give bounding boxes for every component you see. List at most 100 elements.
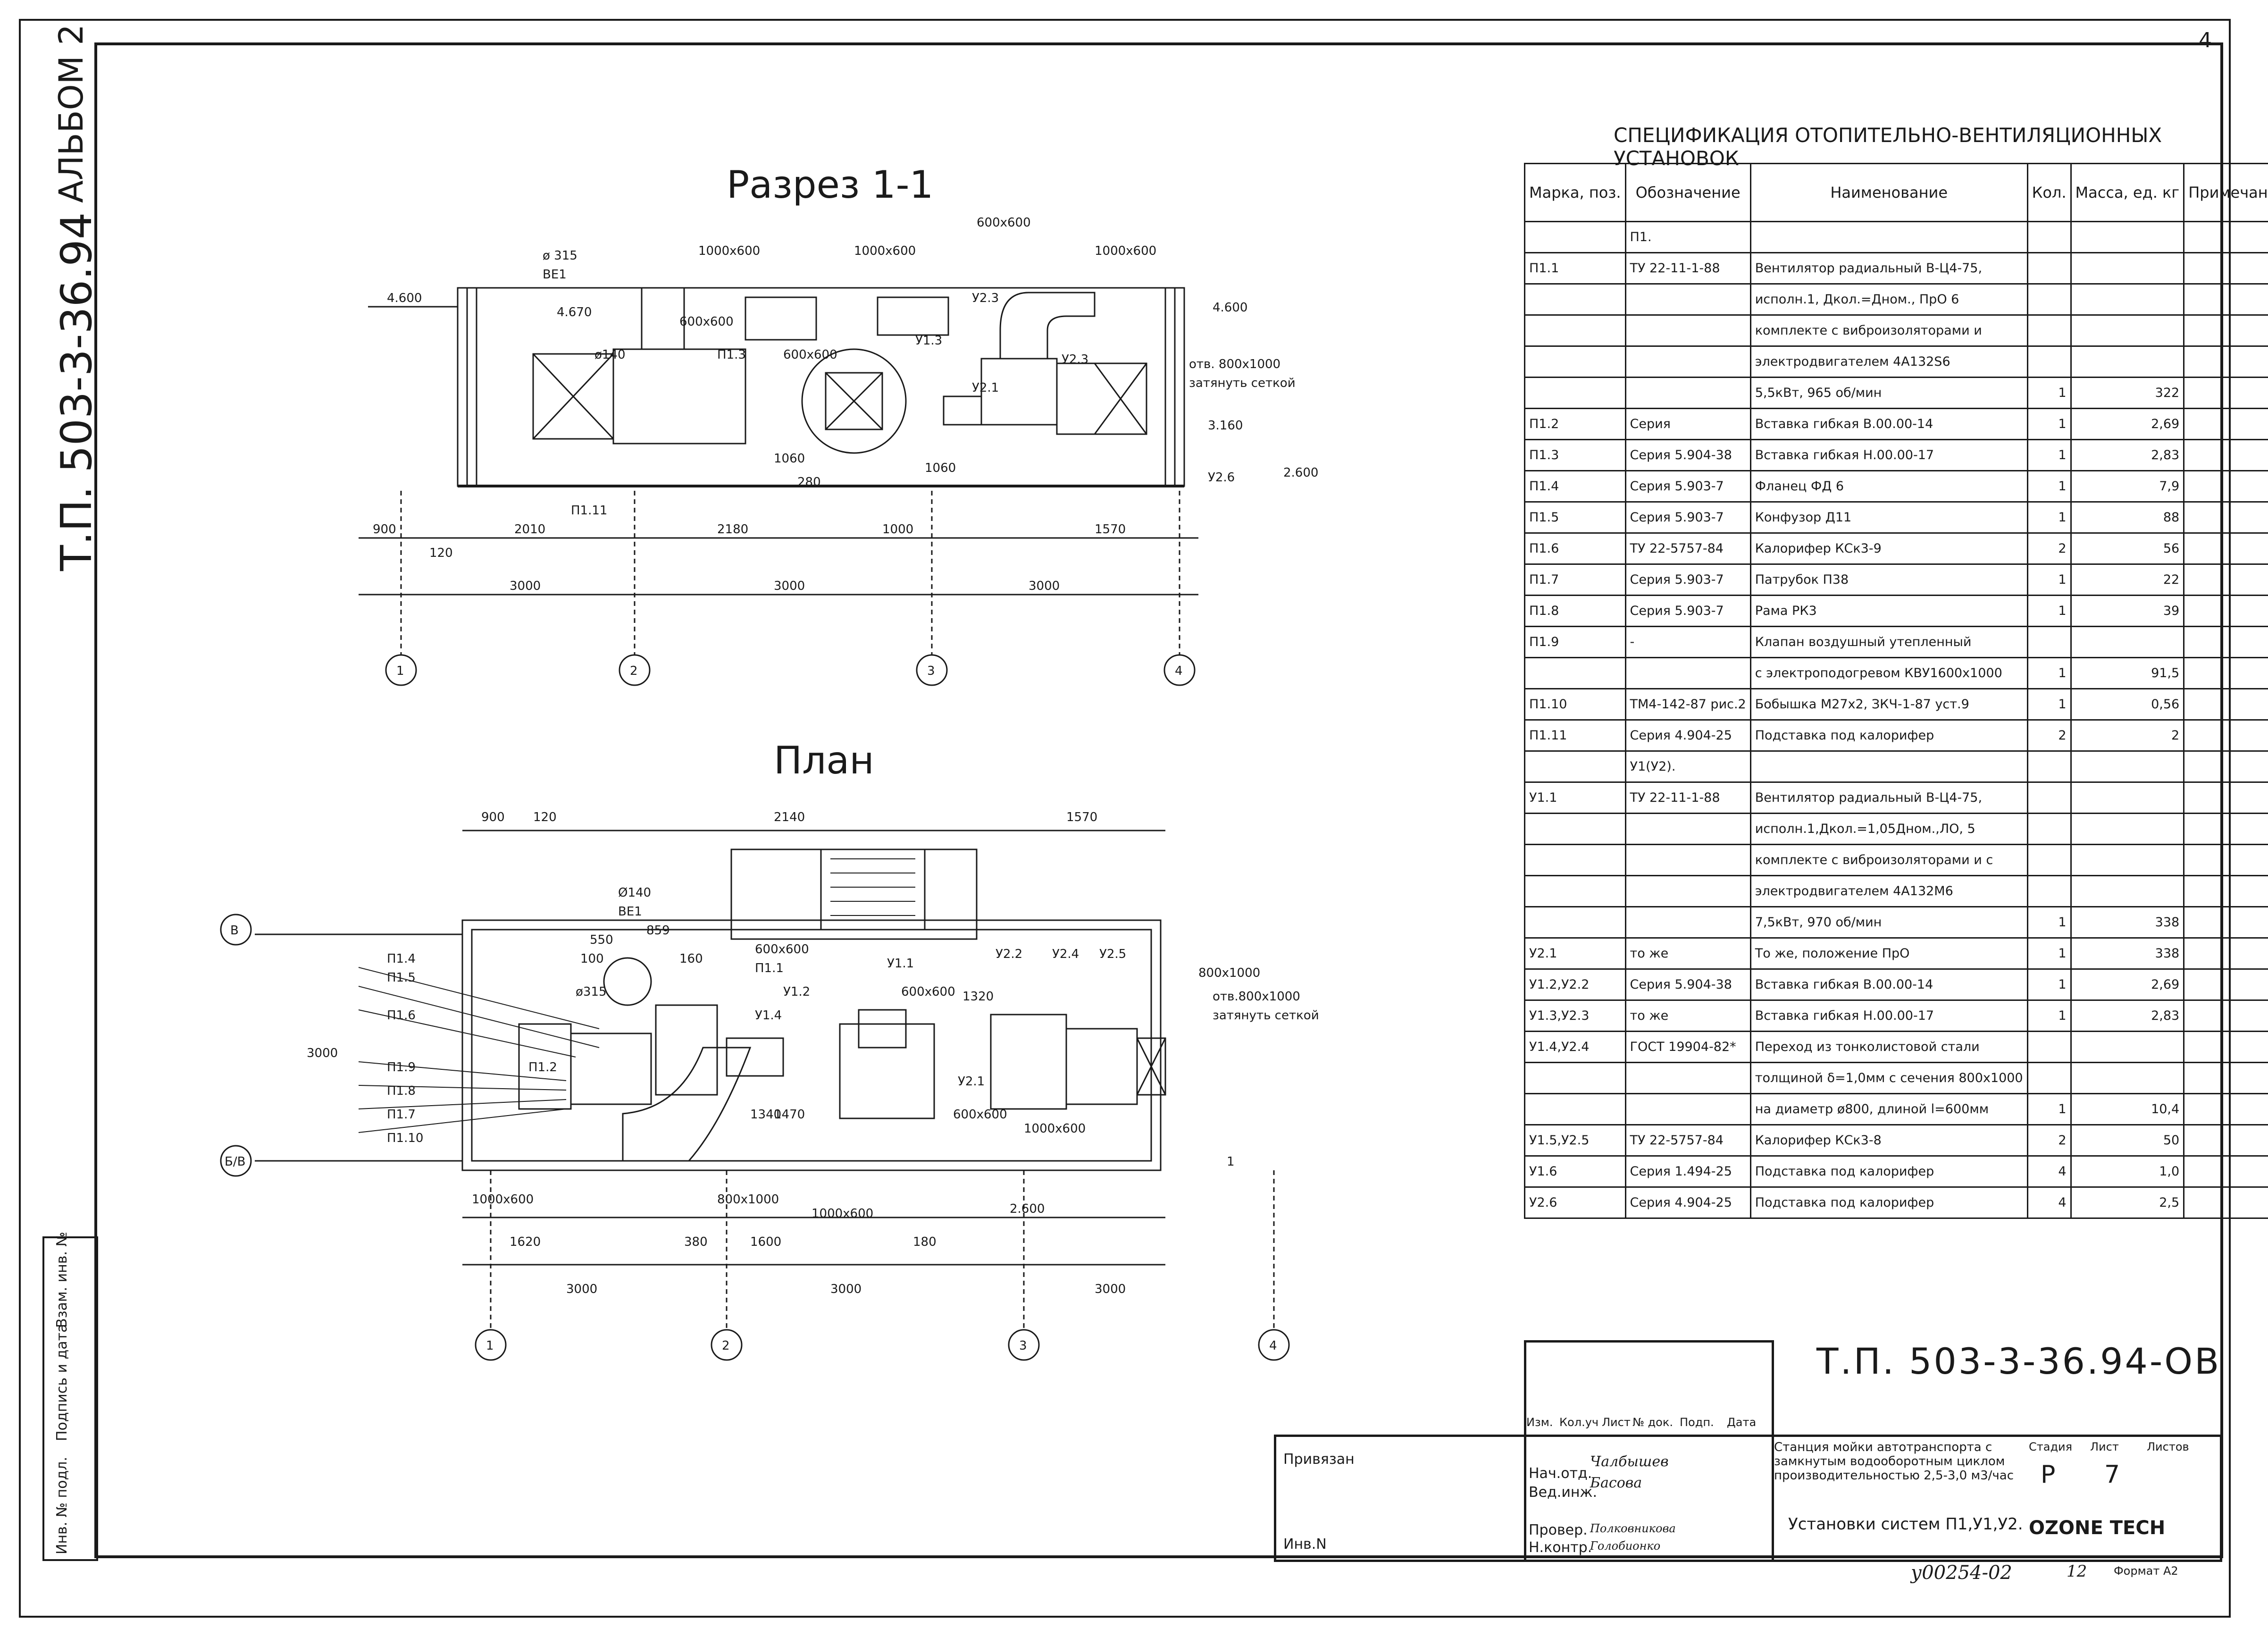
plan-dim-3000-2: 3000 xyxy=(830,1282,862,1296)
spec-cell-name: Вентилятор радиальный В-Ц4-75, xyxy=(1749,781,2028,814)
section-axis-4: 4 xyxy=(1175,664,1183,678)
section-label-17: отв. 800х1000 xyxy=(1189,357,1280,371)
document-number: Т.П. 503-3-36.94-ОВ xyxy=(1816,1340,2221,1382)
spec-row: исполн.1, Дкол.=Дном., ПрО 6 xyxy=(1524,283,2268,316)
spec-cell-designation: Серия 5.904-38 xyxy=(1624,968,1751,1001)
spec-cell-designation: Серия 4.904-25 xyxy=(1624,719,1751,752)
spec-cell-qty: 1 xyxy=(2026,906,2072,939)
spec-cell-designation: Серия 4.904-25 xyxy=(1624,1186,1751,1219)
spec-cell-designation: то же xyxy=(1624,999,1751,1032)
section-label-15: У2.3 xyxy=(1062,353,1088,367)
spec-cell-designation: Серия xyxy=(1624,408,1751,440)
plan-label-p110: П1.10 xyxy=(387,1131,423,1145)
spec-cell-name: Вентилятор радиальный В-Ц4-75, xyxy=(1749,252,2028,285)
spec-cell-name: Калорифер КСк3-9 xyxy=(1749,532,2028,565)
spec-cell-qty: 1 xyxy=(2026,470,2072,503)
spec-cell-note xyxy=(2183,1124,2268,1157)
spec-header-mark: Марка, поз. xyxy=(1524,163,1626,222)
spec-row: исполн.1,Дкол.=1,05Дном.,ЛО, 5 xyxy=(1524,813,2268,845)
section-label-3: 1000х600 xyxy=(698,244,760,258)
tb-col-izm: Изм. xyxy=(1526,1416,1553,1429)
spec-cell-mark xyxy=(1524,1062,1626,1094)
spec-cell-qty xyxy=(2026,750,2072,783)
spec-cell-mass xyxy=(2070,626,2185,658)
spec-cell-mark: У2.6 xyxy=(1524,1186,1626,1219)
spec-cell-mass xyxy=(2070,345,2185,378)
spec-cell-qty xyxy=(2026,626,2072,658)
spec-cell-mass: 50 xyxy=(2070,1124,2185,1157)
spec-cell-mass xyxy=(2070,314,2185,347)
spec-cell-qty xyxy=(2026,875,2072,907)
spec-cell-name: Подставка под калорифер xyxy=(1749,719,2028,752)
plan-label-u21: У2.1 xyxy=(958,1075,985,1089)
section-dim-bottom-3: 3000 xyxy=(1029,579,1060,593)
spec-cell-qty: 1 xyxy=(2026,377,2072,409)
spec-cell-name: толщиной δ=1,0мм с сечения 800х1000 xyxy=(1749,1062,2028,1094)
spec-cell-mark xyxy=(1524,906,1626,939)
side-stamp-box: Инв. № подл. Подпись и дата Взам. инв. № xyxy=(42,1232,98,1561)
spec-cell-designation xyxy=(1624,1093,1751,1125)
tb-inv: Инв.N xyxy=(1283,1536,1327,1553)
spec-cell-note xyxy=(2183,439,2268,471)
section-label-10: ø140 xyxy=(594,348,626,362)
plan-dim-2140: 2140 xyxy=(774,810,805,824)
spec-row: толщиной δ=1,0мм с сечения 800х1000 xyxy=(1524,1062,2268,1094)
section-label-19: У2.1 xyxy=(972,381,999,395)
spec-cell-mark: П1.7 xyxy=(1524,563,1626,596)
spec-cell-qty xyxy=(2026,1031,2072,1063)
spec-cell-name: Вставка гибкая Н.00.00-17 xyxy=(1749,439,2028,471)
plan-label-1320: 1320 xyxy=(962,990,994,1004)
spec-cell-note xyxy=(2183,283,2268,316)
spec-cell-mark: П1.11 xyxy=(1524,719,1626,752)
plan-label-550: 550 xyxy=(590,933,613,947)
tb-stage-label: Стадия xyxy=(2029,1440,2073,1453)
section-label-5: 1000х600 xyxy=(854,244,916,258)
spec-cell-note xyxy=(2183,688,2268,721)
spec-cell-name: исполн.1,Дкол.=1,05Дном.,ЛО, 5 xyxy=(1749,813,2028,845)
spec-cell-designation xyxy=(1624,906,1751,939)
spec-cell-qty: 1 xyxy=(2026,501,2072,534)
spec-cell-name: комплекте с виброизоляторами и xyxy=(1749,314,2028,347)
spec-cell-name: электродвигателем 4А132S6 xyxy=(1749,345,2028,378)
section-label-14: У2.3 xyxy=(972,291,999,305)
spec-cell-qty: 1 xyxy=(2026,937,2072,970)
spec-cell-note xyxy=(2183,345,2268,378)
spec-cell-note xyxy=(2183,563,2268,596)
plan-label-859: 859 xyxy=(646,923,670,938)
plan-label-u25: У2.5 xyxy=(1099,947,1126,961)
spec-cell-mark xyxy=(1524,750,1626,783)
spec-cell-qty: 1 xyxy=(2026,688,2072,721)
plan-label-1340: 1340 xyxy=(750,1108,781,1122)
spec-cell-mass: 91,5 xyxy=(2070,657,2185,689)
spec-header-name: Наименование xyxy=(1749,163,2028,222)
spec-cell-mass xyxy=(2070,221,2185,253)
tb-format: Формат А2 xyxy=(2114,1564,2178,1578)
spec-cell-qty xyxy=(2026,221,2072,253)
spec-cell-designation: ТМ4-142-87 рис.2 xyxy=(1624,688,1751,721)
spec-cell-note xyxy=(2183,1031,2268,1063)
spec-cell-qty: 1 xyxy=(2026,595,2072,627)
plan-dim-bottom-380: 380 xyxy=(684,1235,708,1249)
spec-cell-mass: 22 xyxy=(2070,563,2185,596)
tb-role-3: Провер. xyxy=(1529,1522,1588,1538)
spec-cell-mass: 1,0 xyxy=(2070,1155,2185,1188)
spec-row: комплекте с виброизоляторами и с xyxy=(1524,844,2268,876)
spec-header-row: Марка, поз. Обозначение Наименование Кол… xyxy=(1524,163,2268,222)
spec-table: Марка, поз. Обозначение Наименование Кол… xyxy=(1524,163,2268,1219)
plan-label-p14: П1.4 xyxy=(387,952,416,966)
spec-cell-name: Конфузор Д11 xyxy=(1749,501,2028,534)
plan-label-600x600-a: 600х600 xyxy=(755,942,809,957)
plan-label-p16: П1.6 xyxy=(387,1008,416,1023)
spec-cell-mass: 2,69 xyxy=(2070,408,2185,440)
spec-cell-designation: У1(У2). xyxy=(1624,750,1751,783)
spec-cell-mark: П1.10 xyxy=(1524,688,1626,721)
spec-cell-note xyxy=(2183,1186,2268,1219)
plan-axis-3: 3 xyxy=(1019,1339,1027,1353)
plan-label-setka: затянуть сеткой xyxy=(1213,1008,1319,1023)
spec-cell-designation: П1. xyxy=(1624,221,1751,253)
